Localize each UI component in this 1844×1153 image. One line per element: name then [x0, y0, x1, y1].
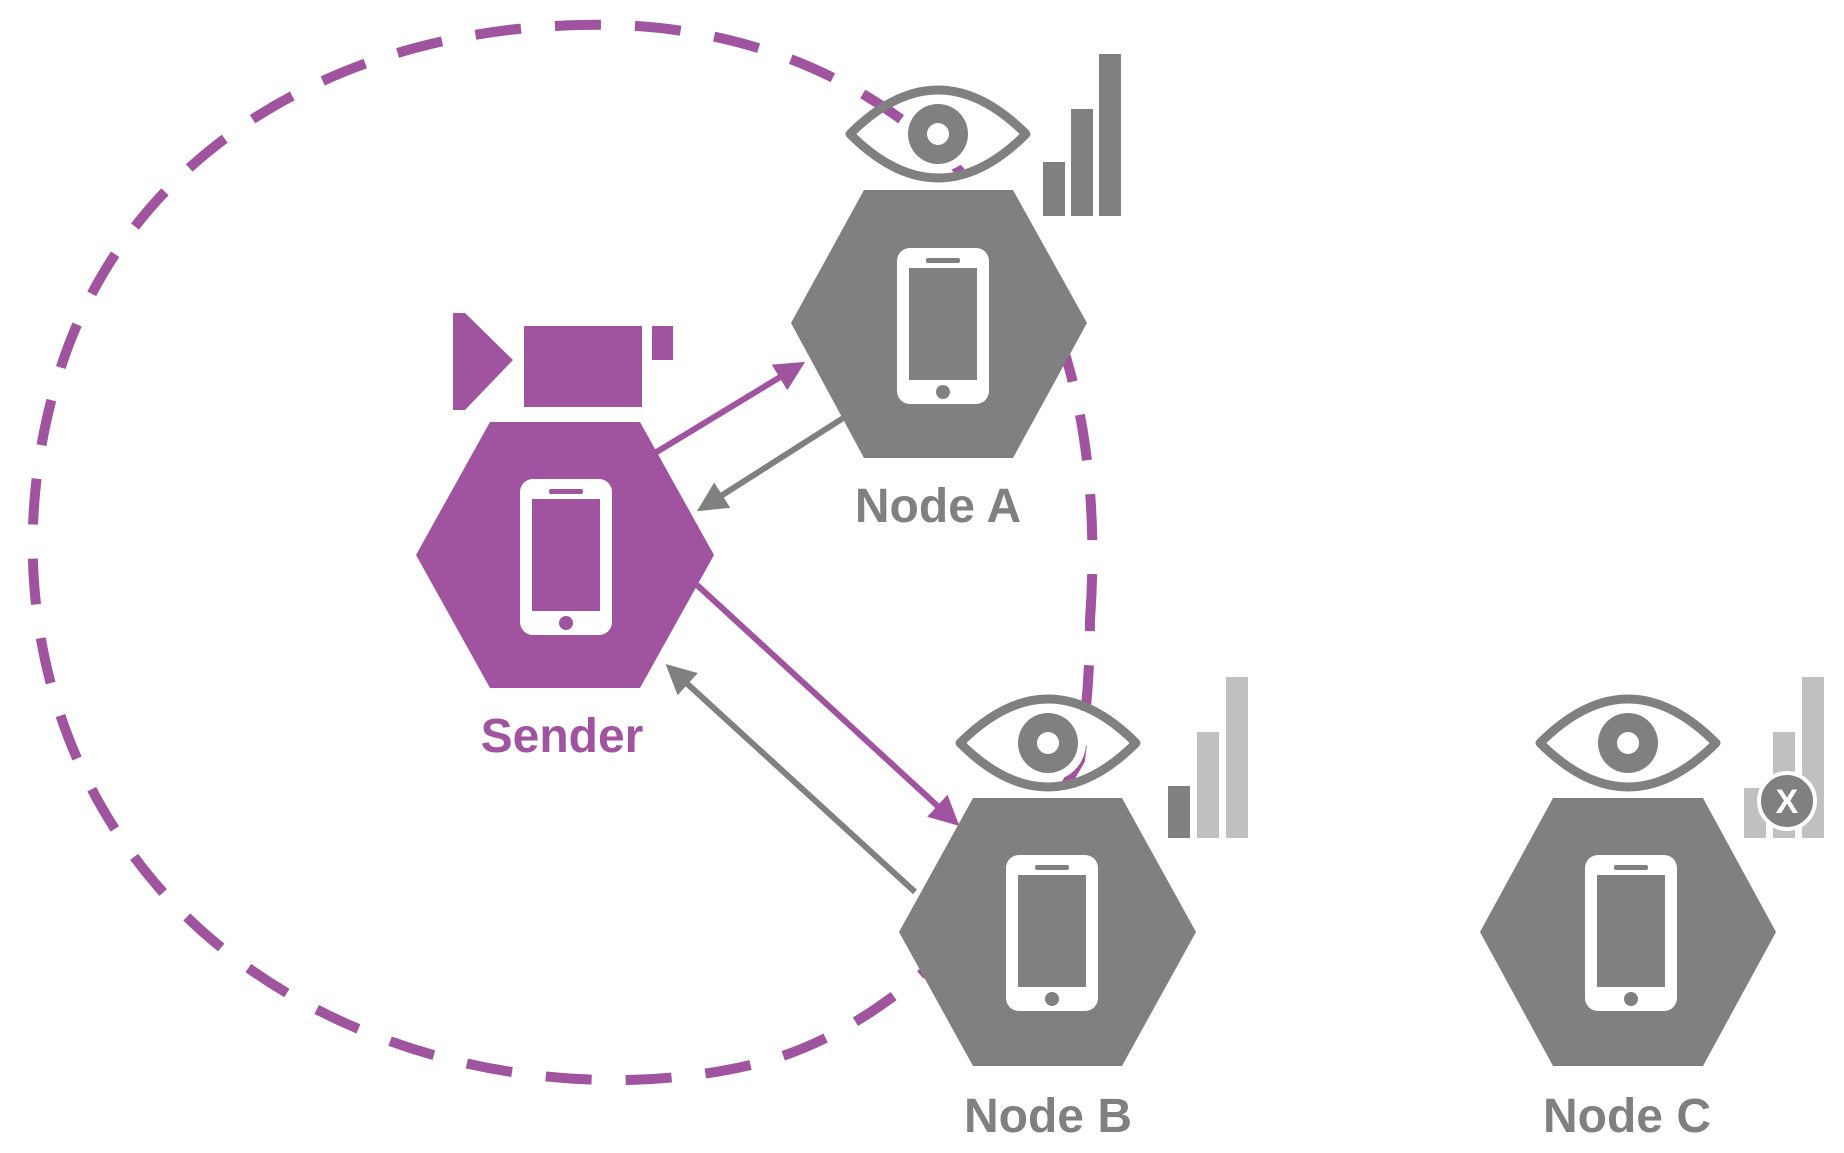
smartphone-icon — [1585, 855, 1677, 1011]
signal-bars-icon — [1043, 54, 1121, 216]
no-signal-icon: X — [1757, 771, 1817, 831]
no-signal-mark: X — [1776, 783, 1799, 821]
sender-label: Sender — [481, 710, 644, 763]
eye-icon — [960, 699, 1136, 787]
signal-bars-icon — [1168, 677, 1248, 838]
link-node-b-to-sender — [665, 663, 918, 895]
sender-node: Sender — [416, 313, 714, 763]
node-a: Node A — [791, 54, 1121, 533]
links — [653, 361, 960, 895]
link-node-a-to-sender — [696, 412, 850, 512]
node-c-label: Node C — [1543, 1090, 1711, 1143]
node-a-label: Node A — [855, 480, 1021, 533]
node-b-label: Node B — [964, 1090, 1132, 1143]
link-sender-to-node-b — [694, 582, 960, 827]
eye-icon — [1540, 699, 1716, 787]
smartphone-icon — [897, 248, 989, 404]
smartphone-icon — [520, 479, 612, 635]
node-c: X Node C — [1480, 677, 1824, 1143]
smartphone-icon — [1006, 855, 1098, 1011]
link-sender-to-node-a — [653, 361, 806, 456]
video-camera-icon — [453, 313, 673, 410]
node-b: Node B — [899, 677, 1248, 1143]
